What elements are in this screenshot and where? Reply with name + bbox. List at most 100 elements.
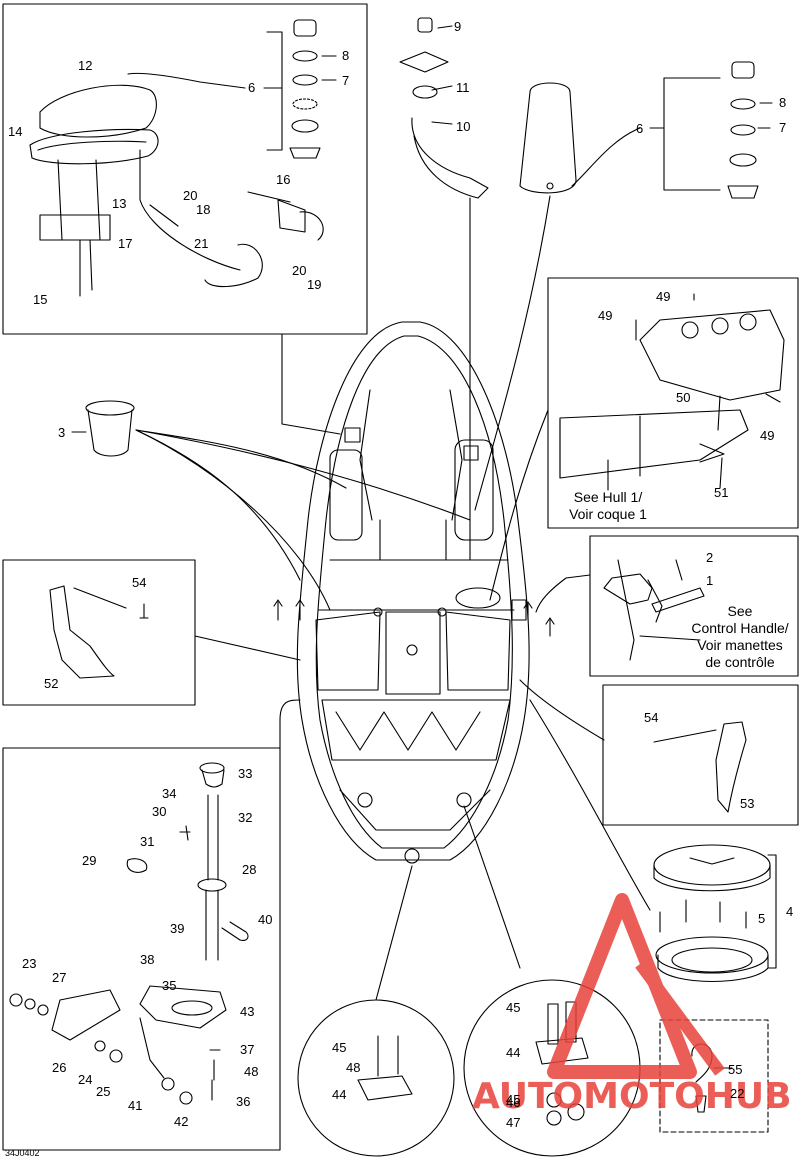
callout-10: 10 [456,119,470,134]
note-control-line2: Control Handle/ [691,620,788,636]
control-panel-frame [589,535,799,677]
callout-37: 37 [240,1042,254,1057]
callout-8: 8 [342,48,349,63]
callout-22: 22 [730,1086,744,1101]
callout-17: 17 [118,236,132,251]
callout-41: 41 [128,1098,142,1113]
left-bracket-52 [49,585,301,679]
drain-mount-left [357,865,413,1101]
callout-18: 18 [196,202,210,217]
hull-rear-panel-frame [547,277,799,529]
callout-48: 48 [346,1060,360,1075]
callout-15: 15 [33,292,47,307]
callout-52: 52 [44,676,58,691]
deck-outline [296,321,530,864]
callout-45: 45 [506,1092,520,1107]
callout-30: 30 [152,804,166,819]
callout-31: 31 [140,834,154,849]
callout-14: 14 [8,124,22,139]
callout-45: 45 [506,1000,520,1015]
callout-28: 28 [242,862,256,877]
callout-32: 32 [238,810,252,825]
note-control-line3: Voir manettes [697,637,783,653]
callout-29: 29 [82,853,96,868]
note-hull: See Hull 1/ Voir coque 1 [569,489,647,522]
callout-6: 6 [636,121,643,136]
figure-code: 34J0402 [5,1148,40,1158]
note-control-line1: See [728,603,753,619]
callout-34: 34 [162,786,176,801]
right-bracket-53 [519,679,747,813]
callout-16: 16 [276,172,290,187]
callout-47: 47 [506,1115,520,1130]
callout-48: 48 [244,1064,258,1079]
callout-12: 12 [78,58,92,73]
callout-7: 7 [779,120,786,135]
right-bracket-panel-frame [602,684,799,826]
storage-bin [519,82,577,194]
callout-20: 20 [183,188,197,203]
callout-11: 11 [456,80,470,95]
callout-45: 45 [332,1040,346,1055]
callout-4: 4 [786,904,793,919]
callout-54: 54 [644,710,658,725]
note-control-line4: de contrôle [705,654,774,670]
hatch-cover [529,699,777,983]
watermark-text: AUTOMOTOHUB [472,1076,792,1117]
note-hull-line2: Voir coque 1 [569,506,647,522]
filler-neck [399,17,489,199]
callout-2: 2 [706,550,713,565]
callout-23: 23 [22,956,36,971]
callout-42: 42 [174,1114,188,1129]
cup-3 [71,400,471,611]
callout-55: 55 [728,1062,742,1077]
callout-50: 50 [676,390,690,405]
note-control: See Control Handle/ Voir manettes de con… [691,603,788,670]
callout-54: 54 [132,575,146,590]
control-parts [535,559,705,661]
callout-43: 43 [240,1004,254,1019]
callout-51: 51 [714,485,728,500]
callout-49: 49 [656,289,670,304]
rear-hull-parts [489,293,785,601]
callout-35: 35 [162,978,176,993]
callout-20: 20 [292,263,306,278]
steering-panel-frame [2,747,281,1151]
callout-5: 5 [758,911,765,926]
callout-40: 40 [258,912,272,927]
note-hull-line1: See Hull 1/ [574,489,643,505]
callout-49: 49 [598,308,612,323]
callout-19: 19 [307,277,321,292]
callout-44: 44 [332,1087,346,1102]
grommet-stack-left [289,19,321,159]
callout-7: 7 [342,73,349,88]
callout-46: 46 [506,1095,520,1110]
callout-labels: 1234566778891011121314151617181920202122… [8,19,793,1130]
left-bracket-panel-frame [2,559,196,706]
callout-38: 38 [140,952,154,967]
callout-25: 25 [96,1084,110,1099]
callout-33: 33 [238,766,252,781]
callout-8: 8 [779,95,786,110]
callout-39: 39 [170,921,184,936]
callout-9: 9 [454,19,461,34]
grommet-stack-right [727,61,759,199]
callout-49: 49 [760,428,774,443]
callout-1: 1 [706,573,713,588]
callout-36: 36 [236,1094,250,1109]
callout-26: 26 [52,1060,66,1075]
callout-21: 21 [194,236,208,251]
callout-24: 24 [78,1072,92,1087]
callout-27: 27 [52,970,66,985]
callout-3: 3 [58,425,65,440]
seat-assembly [29,72,263,297]
hinge-bracket-16 [247,191,324,241]
seat-panel-frame [2,3,368,335]
callout-6: 6 [248,80,255,95]
watermark: AUTOMOTOHUB [472,893,792,1117]
steering-parts [9,699,301,1105]
callout-13: 13 [112,196,126,211]
callout-53: 53 [740,796,754,811]
